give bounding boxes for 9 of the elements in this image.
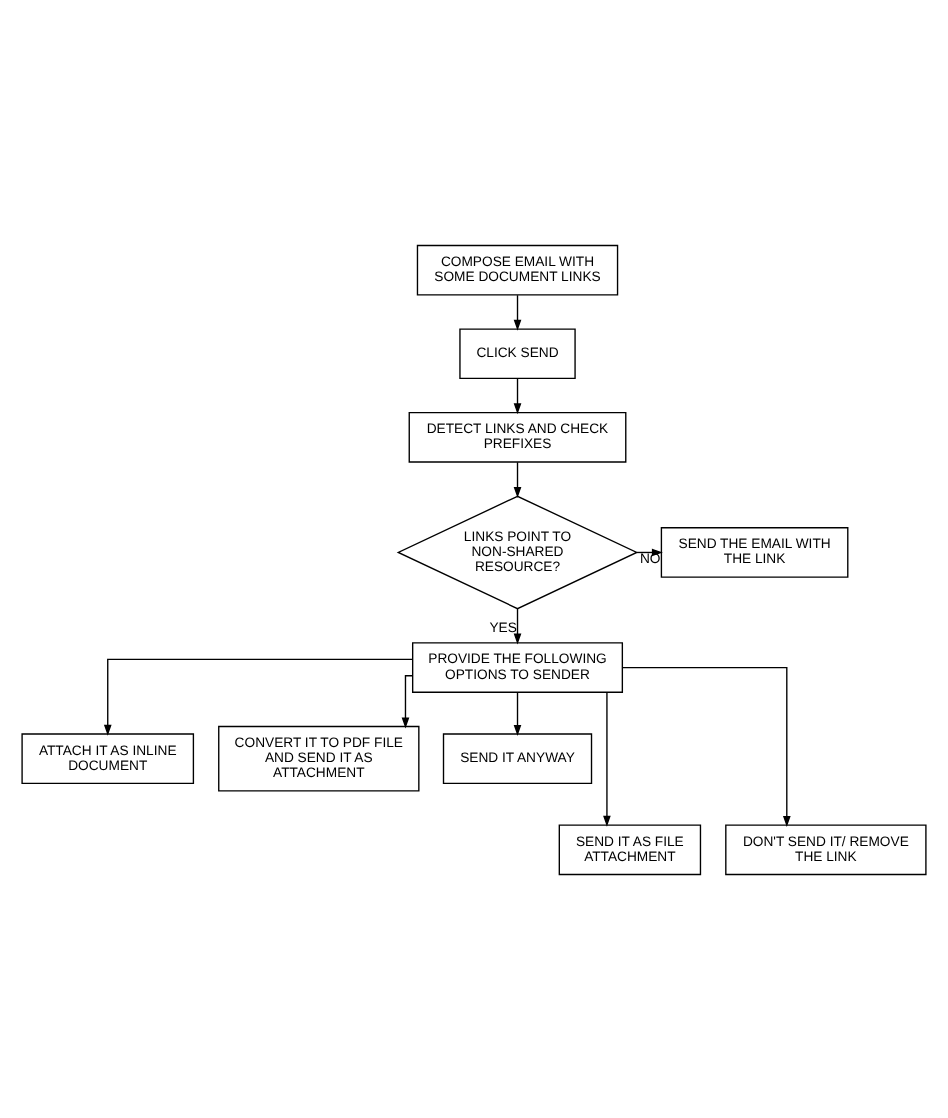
arrow (621, 665, 791, 826)
arrow (513, 607, 522, 644)
arrow (513, 377, 522, 414)
arrow (513, 460, 522, 497)
arrow (401, 674, 413, 728)
arrow (513, 293, 522, 330)
arrow (603, 690, 611, 826)
arrow (513, 690, 522, 735)
arrow (103, 657, 414, 735)
